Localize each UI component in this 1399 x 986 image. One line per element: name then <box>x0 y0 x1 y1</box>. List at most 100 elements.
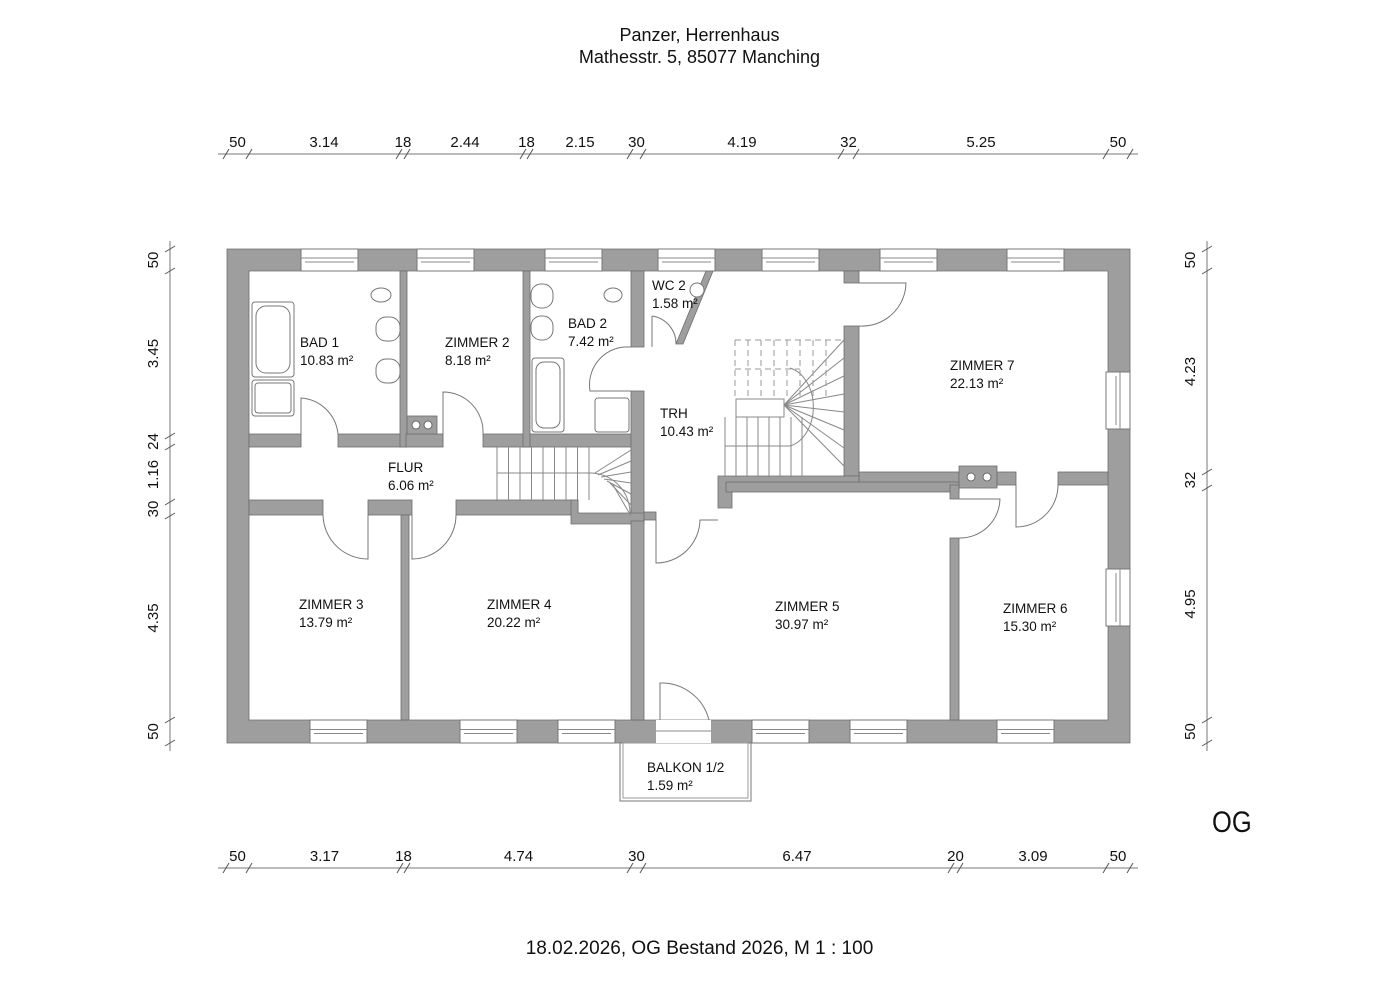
sink-icon <box>375 316 401 342</box>
wall-zimmer2-bad2 <box>522 270 531 448</box>
dim-tick <box>519 148 527 160</box>
room-area: 22.13 m² <box>950 376 1004 391</box>
wall-zimmer4-zimmer5 <box>630 520 645 721</box>
fixtures <box>251 282 705 435</box>
dim-label: 50 <box>229 134 246 151</box>
room-label: TRH 10.43 m² <box>660 406 714 439</box>
room-label: BALKON 1/21.59 m² <box>647 760 724 793</box>
dim-label: 3.09 <box>1018 848 1047 865</box>
window <box>761 248 820 272</box>
wall-trh-zimmer7-2 <box>843 325 860 477</box>
room-label: ZIMMER 530.97 m² <box>775 599 840 632</box>
flue-icon <box>982 472 992 482</box>
wall-zimmer2-south <box>405 433 444 448</box>
wall-zimmer5-zimmer6 <box>949 484 960 500</box>
doors <box>300 282 1059 721</box>
dim-tick <box>395 148 403 160</box>
room-name: WC 2 <box>652 278 686 293</box>
dim-label: 32 <box>840 134 857 151</box>
dim-label: 50 <box>229 848 246 865</box>
toilet-icon <box>603 287 623 303</box>
dim-label: 32 <box>1182 472 1199 489</box>
door-zimmer4 <box>411 514 457 560</box>
chimney-west <box>406 415 438 435</box>
room-label: BAD 1 10.83 m² <box>300 335 354 368</box>
room-label: ZIMMER 615.30 m² <box>1003 601 1068 634</box>
room-label: ZIMMER 28.18 m² <box>445 335 510 368</box>
window <box>309 719 368 744</box>
dim-label: 4.74 <box>504 848 533 865</box>
dim-label: 50 <box>1110 848 1127 865</box>
dim-tick <box>639 862 647 874</box>
dim-tick <box>639 148 647 160</box>
room-name: TRH <box>660 406 688 421</box>
room-name: BAD 2 <box>568 316 607 331</box>
room-area: 10.83 m² <box>300 353 354 368</box>
dim-tick <box>396 862 404 874</box>
dim-label: 5.25 <box>966 134 995 151</box>
dim-tick <box>164 443 176 451</box>
floor-level-label: OG <box>1212 806 1252 839</box>
dim-tick <box>837 148 845 160</box>
shower-tray-inner <box>254 382 292 414</box>
dim-label: 30 <box>628 848 645 865</box>
outer-wall <box>226 248 1131 744</box>
plan-footer: 18.02.2026, OG Bestand 2026, M 1 : 100 <box>525 938 874 959</box>
dim-tick <box>164 498 176 506</box>
dim-label: 18 <box>395 134 412 151</box>
wall-flur-south <box>248 499 324 516</box>
window <box>544 248 603 272</box>
dim-tick <box>1102 862 1110 874</box>
room-area: 7.42 m² <box>568 334 614 349</box>
dim-label: 18 <box>518 134 535 151</box>
sink-icon <box>375 358 401 384</box>
dim-tick <box>1126 148 1134 160</box>
dim-tick <box>164 716 176 724</box>
dim-tick <box>164 245 176 253</box>
project-title: Panzer, Herrenhaus <box>619 25 780 45</box>
wall-flur-south-2 <box>367 499 413 516</box>
room-label: BAD 2 7.42 m² <box>568 316 614 349</box>
room-area: 10.43 m² <box>660 424 714 439</box>
window <box>416 248 475 272</box>
dim-label: 30 <box>628 134 645 151</box>
wall-trh-zimmer7 <box>843 270 860 284</box>
wall-zimmer5-zimmer6-2 <box>949 537 960 721</box>
dim-label: 6.47 <box>782 848 811 865</box>
dim-label: 2.44 <box>450 134 479 151</box>
door-trh-zimmer5 <box>655 519 718 564</box>
shower-tray-icon <box>594 397 630 433</box>
dim-label: 50 <box>1182 723 1199 740</box>
dim-tick <box>1201 245 1213 253</box>
dim-label: 50 <box>145 252 162 269</box>
window <box>996 719 1055 744</box>
window <box>1105 568 1131 627</box>
room-name: BAD 1 <box>300 335 339 350</box>
dim-tick <box>164 512 176 520</box>
wall-chimney-side <box>996 471 1017 486</box>
dim-tick <box>403 862 411 874</box>
flue-icon <box>966 472 976 482</box>
dim-tick <box>222 862 230 874</box>
room-name: BALKON 1/2 <box>647 760 724 775</box>
room-label: WC 21.58 m² <box>652 278 698 311</box>
dim-label: 30 <box>145 501 162 518</box>
wall-bad2-wc2 <box>630 270 645 348</box>
dim-tick <box>956 862 964 874</box>
room-name: ZIMMER 6 <box>1003 601 1068 616</box>
toilet-icon <box>689 282 705 298</box>
dim-tick <box>245 862 253 874</box>
dim-label: 18 <box>395 848 412 865</box>
dim-tick <box>222 148 230 160</box>
dim-tick <box>164 267 176 275</box>
dim-label: 50 <box>1182 252 1199 269</box>
dim-tick <box>245 148 253 160</box>
window <box>657 248 716 272</box>
dim-label: 4.95 <box>1182 589 1199 618</box>
dim-label: 50 <box>1110 134 1127 151</box>
room-name: ZIMMER 5 <box>775 599 840 614</box>
dim-tick <box>1201 267 1213 275</box>
